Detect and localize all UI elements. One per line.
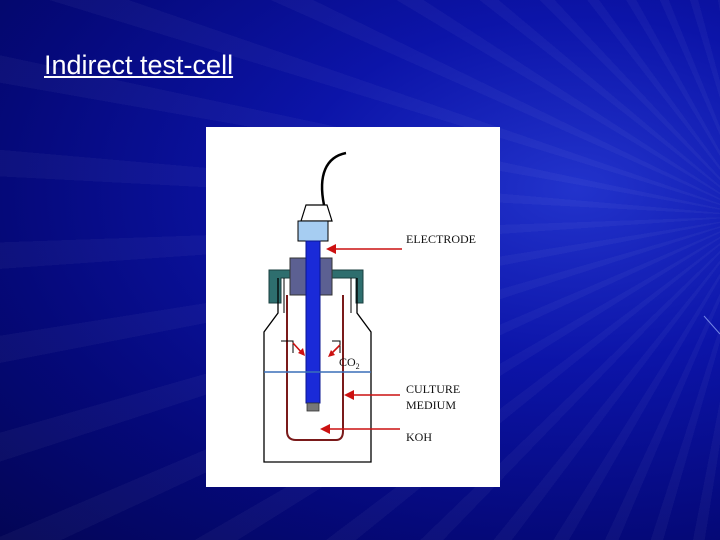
slide-title: Indirect test-cell xyxy=(44,50,234,80)
electrode-label: ELECTRODE xyxy=(406,232,476,246)
koh-vessel xyxy=(286,295,344,441)
test-cell-diagram: ELECTRODE CO2 CULTURE MEDIUM KOH xyxy=(263,151,476,463)
koh-pointer-head xyxy=(320,424,330,434)
co2-arrowhead-left xyxy=(298,348,305,356)
co2-path-right xyxy=(332,340,341,353)
co2-label-main: CO xyxy=(339,355,356,369)
koh-label: KOH xyxy=(406,430,432,444)
electrode-tip xyxy=(306,402,320,412)
co2-label: CO2 xyxy=(339,355,360,371)
electrode-head xyxy=(300,204,333,222)
co2-label-subscript: 2 xyxy=(356,362,360,371)
electrode-body xyxy=(305,240,321,404)
test-cell-figure: ELECTRODE CO2 CULTURE MEDIUM KOH xyxy=(206,127,500,487)
culture-medium-label-line2: MEDIUM xyxy=(406,398,456,412)
electrode-pointer-head xyxy=(326,244,336,254)
culture-pointer-head xyxy=(344,390,354,400)
co2-path-left xyxy=(281,340,294,353)
co2-arrowhead-right xyxy=(328,350,335,357)
culture-medium-label-line1: CULTURE xyxy=(406,382,460,396)
electrode-cable xyxy=(320,151,347,206)
electrode-top-cap xyxy=(297,220,329,242)
bottle-outline xyxy=(263,278,372,463)
